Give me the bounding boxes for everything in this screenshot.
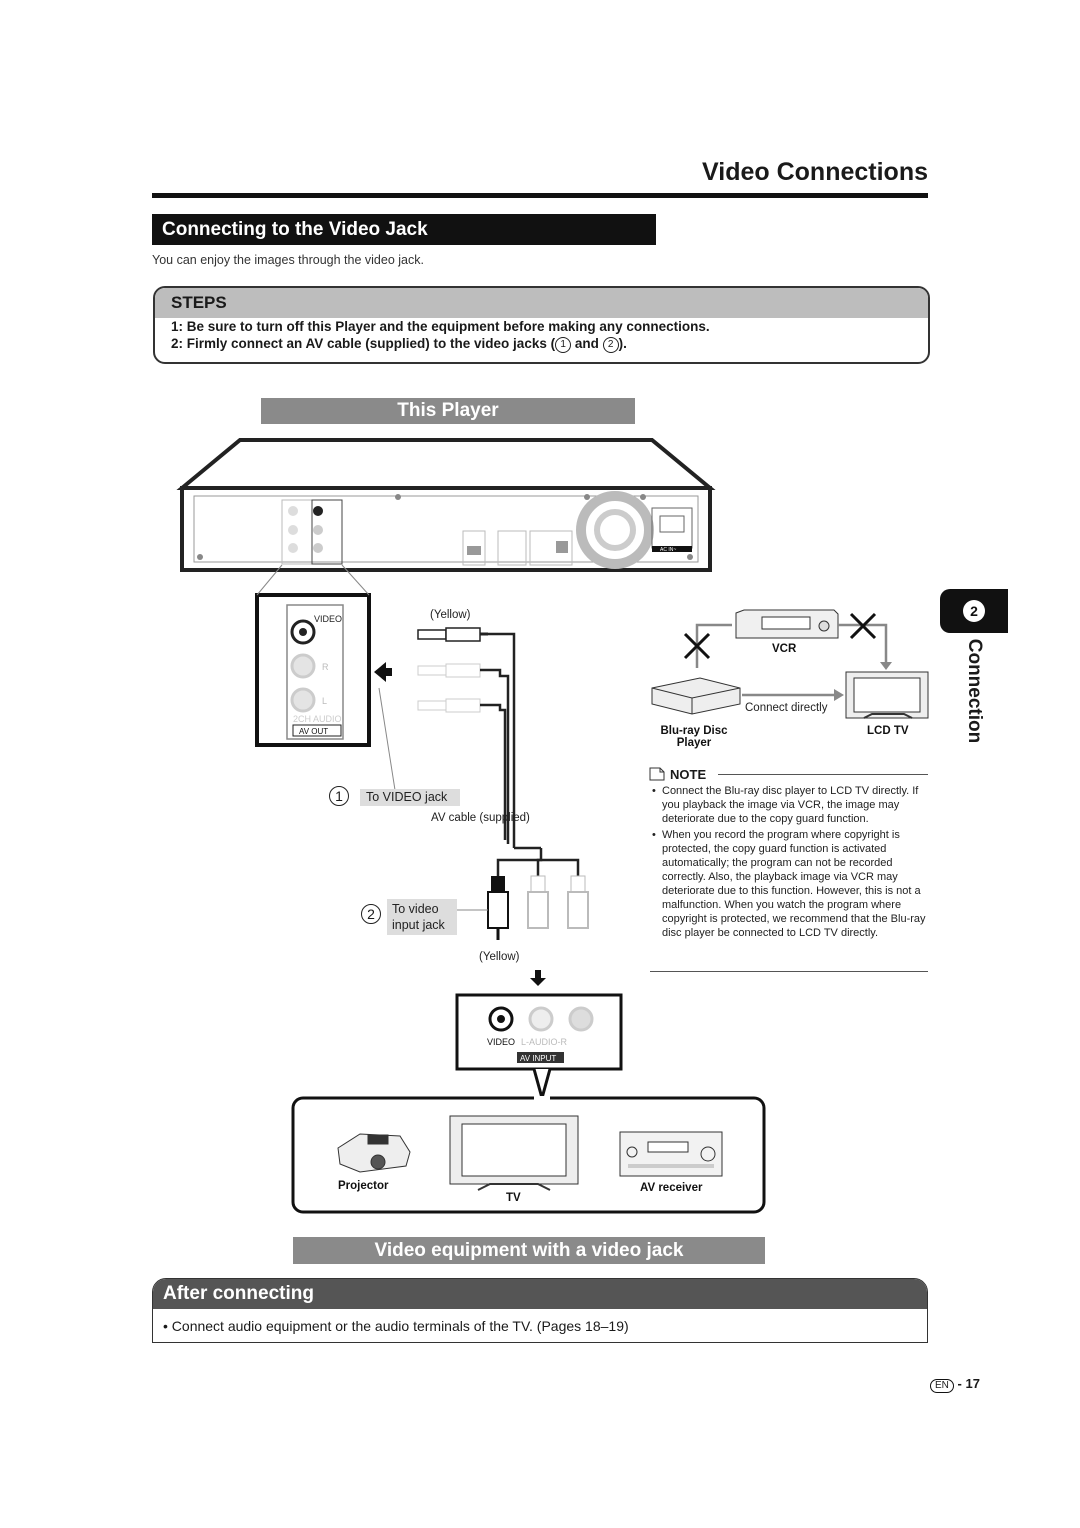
bluray-label-line1: Blu-ray Disc (660, 725, 728, 737)
cable-bottom-plugs (487, 875, 589, 940)
section-title: Connecting to the Video Jack (152, 214, 656, 245)
projector-label: Projector (338, 1180, 389, 1192)
steps-box: STEPS 1: Be sure to turn off this Player… (153, 286, 930, 364)
player-rear-panel (176, 438, 716, 572)
r-label: R (322, 662, 329, 672)
note-bottom-rule (650, 971, 928, 972)
step-2-and: and (574, 336, 599, 351)
note-section: NOTE Connect the Blu-ray disc player to … (650, 767, 928, 940)
title-rule (152, 193, 928, 198)
note-icon (649, 767, 665, 781)
circle-number-2-diagram: 2 (361, 904, 381, 924)
steps-heading: STEPS (155, 288, 928, 318)
two-ch-audio-label: 2CH AUDIO (293, 714, 342, 724)
bluray-label-line2: Player (676, 737, 712, 749)
after-connecting-text: • Connect audio equipment or the audio t… (163, 1318, 629, 1334)
note-heading-text: NOTE (670, 767, 707, 782)
after-connecting-heading: After connecting (153, 1279, 927, 1309)
step-1: 1: Be sure to turn off this Player and t… (171, 319, 710, 334)
page-number: EN - 17 (930, 1376, 980, 1393)
intro-text: You can enjoy the images through the vid… (152, 253, 424, 267)
lcd-tv-icon (845, 671, 929, 719)
note-item-2: When you record the program where copyri… (650, 828, 928, 940)
step-2-end: ). (618, 336, 627, 351)
cross-icon (683, 612, 877, 660)
tv-label: TV (506, 1192, 521, 1204)
note-heading: NOTE (650, 767, 928, 782)
bluray-player-icon (651, 677, 741, 715)
yellow-bottom-label: (Yellow) (479, 951, 520, 963)
video-jack-label: VIDEO (314, 614, 342, 624)
circle-number-1-diagram: 1 (329, 786, 349, 806)
language-badge: EN (930, 1379, 954, 1393)
to-video-jack-label: To VIDEO jack (360, 789, 460, 806)
bluray-label: Blu-ray Disc Player (656, 725, 732, 749)
av-out-label: AV OUT (299, 727, 328, 736)
lcd-tv-label: LCD TV (867, 725, 909, 737)
av-cable-label: AV cable (supplied) (431, 812, 530, 824)
chapter-label: Connection (952, 639, 992, 752)
ac-in-label: AC IN~ (660, 547, 676, 553)
page-number-text: - 17 (957, 1376, 980, 1391)
to-video-input-line2: input jack (392, 918, 445, 932)
step-2: 2: Firmly connect an AV cable (supplied)… (171, 335, 928, 353)
circle-number-2: 2 (602, 337, 619, 353)
yellow-top-label: (Yellow) (430, 609, 471, 621)
this-player-label: This Player (261, 398, 635, 424)
equipment-label: Video equipment with a video jack (293, 1237, 765, 1264)
chapter-label-text: Connection (964, 638, 985, 744)
to-video-input-label: To video input jack (387, 899, 457, 935)
video-input-label: VIDEO (487, 1037, 515, 1047)
av-out-panel-zoom (255, 593, 371, 747)
l-label: L (322, 696, 327, 706)
arrow-down-icon (530, 970, 546, 986)
page-title: Video Connections (702, 158, 928, 186)
after-connecting-box: After connecting • Connect audio equipme… (152, 1278, 928, 1343)
chapter-number: 2 (963, 600, 985, 622)
note-rule (718, 774, 928, 775)
av-cable (480, 632, 580, 876)
vcr-icon (735, 609, 839, 639)
circle-number-1: 1 (555, 337, 572, 353)
av-receiver-icon (619, 1131, 723, 1177)
arrow-left-icon (374, 662, 392, 682)
projector-icon (337, 1133, 411, 1173)
vcr-label: VCR (772, 643, 797, 655)
tv-icon (449, 1115, 579, 1191)
av-input-panel (455, 993, 623, 1104)
to-video-input-line1: To video (392, 902, 439, 916)
step-2-text: 2: Firmly connect an AV cable (supplied)… (171, 336, 556, 351)
audio-input-label: L-AUDIO-R (521, 1037, 568, 1047)
note-item-1: Connect the Blu-ray disc player to LCD T… (650, 784, 928, 826)
cable-top-plugs (417, 627, 488, 713)
connection-arrows (695, 623, 892, 701)
av-input-label: AV INPUT (520, 1054, 556, 1063)
av-receiver-label: AV receiver (640, 1182, 703, 1194)
connect-directly-label: Connect directly (745, 702, 828, 714)
